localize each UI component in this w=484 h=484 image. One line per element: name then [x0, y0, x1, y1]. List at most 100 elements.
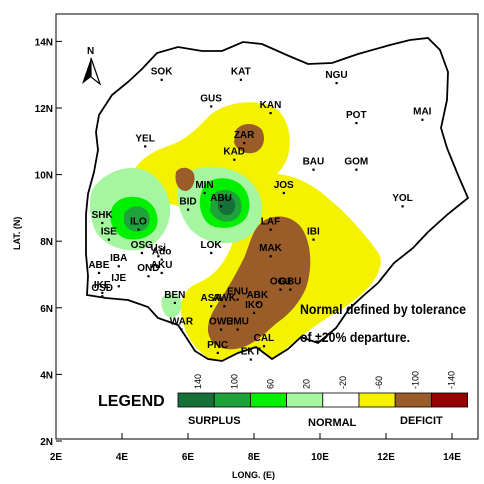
station-label: MIN	[195, 180, 213, 191]
station-label: NGU	[325, 70, 347, 81]
station-marker	[401, 205, 404, 208]
station-marker	[101, 295, 104, 298]
y-axis-title: LAT. (N)	[12, 217, 22, 250]
y-tick-label: 12N	[35, 104, 53, 115]
station-label: BEN	[164, 290, 185, 301]
station-marker	[253, 311, 256, 314]
legend-threshold-label: 20	[302, 379, 312, 389]
station-label: IBI	[307, 227, 320, 238]
station-label: SOK	[151, 67, 173, 78]
station-label: OWE	[209, 316, 233, 327]
x-tick-label: 14E	[443, 452, 461, 463]
station-marker	[239, 78, 242, 81]
x-tick-label: 6E	[182, 452, 195, 463]
station-label: OGJ	[270, 276, 291, 287]
station-marker	[220, 328, 223, 331]
y-tick-label: 6N	[40, 304, 53, 315]
legend-cat-surplus: SURPLUS	[188, 415, 241, 427]
note-line-2: of ±20% departure.	[300, 329, 410, 345]
station-marker	[157, 255, 160, 258]
station-marker	[243, 141, 246, 145]
station-marker	[223, 305, 226, 308]
station-marker	[117, 285, 120, 288]
country-outline	[85, 37, 470, 362]
north-arrow-label: N	[87, 46, 94, 57]
station-marker	[269, 112, 272, 115]
station-label: MAK	[259, 243, 283, 254]
station-label: ISE	[101, 227, 117, 238]
station-label: AKU	[151, 260, 173, 271]
station-marker	[101, 291, 104, 295]
legend-swatch	[430, 392, 468, 408]
station-label: PNC	[207, 340, 228, 351]
legend-threshold-label: -60	[374, 376, 384, 389]
station-label: WAR	[170, 316, 194, 327]
legend-title: LEGEND	[98, 393, 165, 410]
legend-threshold-label: -140	[447, 371, 457, 389]
surplus-region-sw-mid	[124, 206, 150, 232]
legend-threshold-label: -20	[338, 376, 348, 389]
station-marker	[249, 358, 252, 361]
station-label: KAT	[231, 67, 251, 78]
note-line-1: Normal defined by tolerance	[300, 301, 466, 317]
station-marker	[279, 288, 282, 291]
station-marker	[160, 78, 163, 81]
station-marker	[216, 351, 219, 354]
normal-region-south-green	[161, 293, 182, 318]
legend-cat-normal: NORMAL	[308, 417, 357, 429]
station-label: MAI	[413, 107, 432, 118]
legend-swatch	[358, 392, 396, 408]
station-label: GOM	[344, 157, 368, 168]
station-label: KAD	[223, 147, 245, 158]
legend-cat-deficit: DEFICIT	[400, 415, 443, 427]
station-label: LAF	[261, 217, 280, 228]
x-tick-label: 12E	[377, 452, 395, 463]
x-axis-title: LONG. (E)	[232, 470, 275, 480]
x-tick-label: 8E	[248, 452, 261, 463]
station-marker	[173, 301, 176, 305]
surplus-region-center-core	[217, 195, 236, 216]
y-tick-label: 4N	[40, 370, 53, 381]
legend-threshold-label: -100	[410, 371, 420, 389]
station-label: ABK	[246, 290, 268, 301]
station-marker	[187, 208, 190, 211]
station-marker	[137, 228, 140, 231]
station-label: Usi	[151, 243, 167, 254]
station-label: ZAR	[234, 130, 255, 141]
station-marker	[210, 251, 213, 255]
station-label: CAL	[254, 333, 275, 344]
station-label: ABE	[88, 260, 109, 271]
y-tick-label: 2N	[40, 437, 53, 448]
station-label: IKO	[245, 300, 263, 311]
x-tick-label: 10E	[311, 452, 329, 463]
legend-color-bar	[177, 392, 468, 408]
legend-threshold-label: 100	[229, 374, 239, 389]
station-label: LOK	[201, 240, 223, 251]
station-label: ASA	[201, 293, 222, 304]
station-marker	[160, 271, 163, 275]
station-marker	[97, 271, 101, 275]
station-marker	[210, 305, 213, 308]
legend-swatch	[394, 392, 432, 408]
legend-threshold-label: 60	[266, 379, 276, 389]
station-label: BID	[179, 197, 196, 208]
station-marker	[140, 251, 143, 255]
station-marker	[282, 191, 285, 195]
station-label: IBA	[110, 253, 127, 264]
station-label: JOS	[274, 180, 294, 191]
station-label: BAU	[303, 157, 325, 168]
station-label: AWK	[213, 293, 237, 304]
legend-swatch	[249, 392, 287, 408]
station-label: IJE	[111, 273, 126, 284]
x-tick-label: 2E	[50, 452, 63, 463]
station-label: YEL	[135, 133, 154, 144]
station-label: Ado	[152, 247, 171, 258]
station-label: EKT	[241, 346, 261, 357]
station-marker	[233, 158, 236, 161]
station-label: SHK	[92, 210, 114, 221]
station-label: OSD	[91, 283, 113, 294]
station-marker	[236, 328, 239, 331]
station-marker	[355, 121, 358, 125]
station-marker	[421, 118, 424, 121]
